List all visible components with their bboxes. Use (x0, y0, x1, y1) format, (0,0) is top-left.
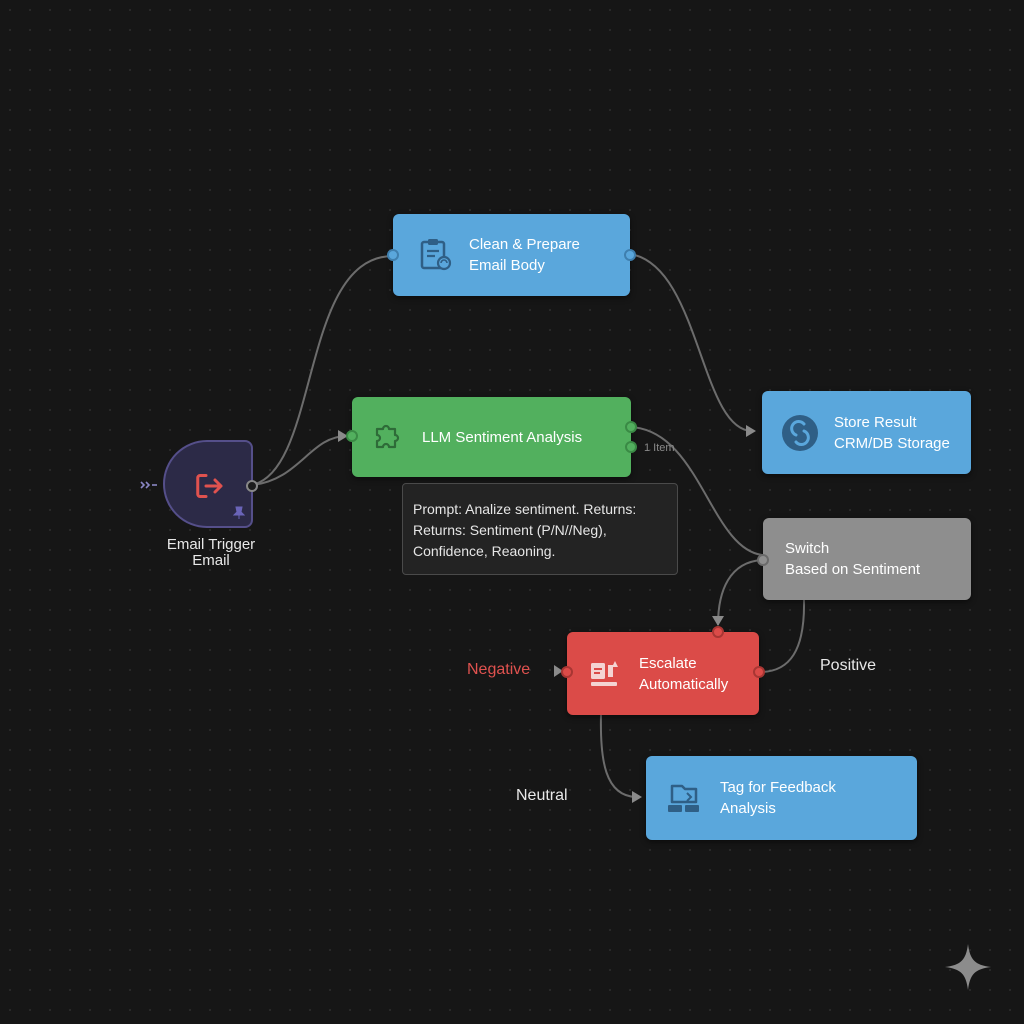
database-sync-icon (780, 413, 820, 453)
neutral-branch-label: Neutral (516, 787, 568, 804)
edge-arrow-negative (554, 665, 563, 677)
escalate-output-handle[interactable] (753, 666, 765, 678)
trigger-arrows-icon (140, 481, 157, 489)
escalate-title: Escalate (639, 654, 697, 672)
tag-feedback-node[interactable]: Tag for Feedback Analysis (646, 756, 917, 840)
switch-title: Switch (785, 540, 830, 557)
edge-arrow-tag (632, 791, 642, 803)
llm-input-handle[interactable] (346, 430, 358, 442)
prompt-note-line-1: Prompt: Analize sentiment. Returns: (413, 501, 637, 517)
edge-switch-to-escalate[interactable] (717, 559, 763, 626)
llm-output-handle-1[interactable] (625, 421, 637, 433)
sparkle-icon (945, 944, 991, 990)
puzzle-icon (370, 419, 406, 455)
email-trigger-label: Email Trigger Email (146, 537, 276, 569)
edge-escalate-to-tag[interactable] (599, 714, 637, 798)
edge-llm-to-switch[interactable] (629, 426, 763, 556)
edge-arrow-store (746, 425, 756, 437)
llm-output-handle-2[interactable] (625, 441, 637, 453)
item-count-label: 1 Item (644, 442, 675, 454)
prompt-note[interactable]: Prompt: Analize sentiment. Returns: Retu… (402, 483, 678, 575)
edge-trigger-to-clean[interactable] (251, 255, 394, 486)
llm-sentiment-title: LLM Sentiment Analysis (422, 428, 583, 446)
llm-sentiment-node[interactable]: LLM Sentiment Analysis (346, 397, 637, 477)
switch-subtitle: Based on Sentiment (785, 561, 921, 578)
store-result-subtitle: CRM/DB Storage (834, 434, 950, 452)
switch-input-handle[interactable] (757, 554, 769, 566)
escalate-top-handle[interactable] (712, 626, 724, 638)
store-result-title: Store Result (834, 413, 917, 431)
clipboard-sync-icon (415, 235, 455, 275)
clean-prepare-output-handle[interactable] (624, 249, 636, 261)
escalate-node[interactable]: Escalate Automatically (561, 626, 765, 715)
edge-arrow-escalate (712, 616, 724, 626)
folder-tag-icon (666, 778, 706, 818)
email-trigger-subtitle: Email (192, 552, 230, 569)
escalate-icon (587, 656, 623, 692)
clean-prepare-input-handle[interactable] (387, 249, 399, 261)
edge-switch-positive[interactable] (759, 599, 806, 673)
clean-prepare-subtitle: Email Body (469, 257, 545, 274)
clean-prepare-node[interactable]: Clean & Prepare Email Body (387, 214, 636, 296)
positive-branch-label: Positive (820, 657, 877, 674)
prompt-note-line-2: Returns: Sentiment (P/N//Neg), (413, 522, 607, 538)
trigger-output-handle[interactable] (246, 480, 258, 492)
email-trigger-title: Email Trigger (166, 536, 256, 553)
tag-feedback-subtitle: Analysis (720, 800, 776, 817)
negative-branch-label: Negative (467, 661, 531, 678)
edge-trigger-to-llm[interactable] (251, 435, 348, 486)
escalate-subtitle: Automatically (639, 675, 729, 693)
escalate-input-handle[interactable] (561, 666, 573, 678)
sign-out-icon (196, 474, 223, 498)
pin-icon (233, 506, 245, 519)
email-trigger-node[interactable] (163, 440, 258, 528)
prompt-note-line-3: Confidence, Reaoning. (413, 543, 556, 559)
tag-feedback-title: Tag for Feedback (720, 779, 836, 796)
store-result-node[interactable]: Store Result CRM/DB Storage (762, 391, 971, 474)
switch-node[interactable]: Switch Based on Sentiment (757, 518, 971, 600)
edge-arrow-llm (338, 430, 348, 442)
clean-prepare-title: Clean & Prepare (469, 236, 580, 253)
edge-clean-to-store[interactable] (629, 253, 753, 432)
